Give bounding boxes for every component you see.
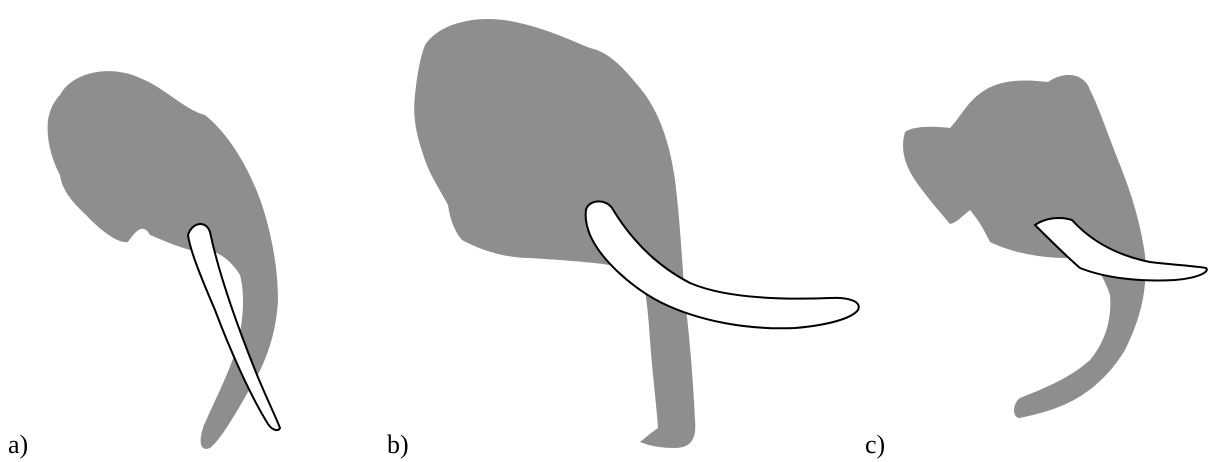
- panel-c-label: c): [865, 432, 885, 458]
- elephant-head-a-icon: [48, 71, 278, 449]
- elephant-head-c-icon: [903, 75, 1146, 418]
- panel-b: [414, 19, 859, 448]
- panel-a: [48, 71, 280, 449]
- panel-a-label: a): [8, 432, 28, 458]
- panel-b-label: b): [387, 432, 409, 458]
- elephant-head-b-icon: [414, 19, 695, 448]
- panel-c: [903, 75, 1207, 418]
